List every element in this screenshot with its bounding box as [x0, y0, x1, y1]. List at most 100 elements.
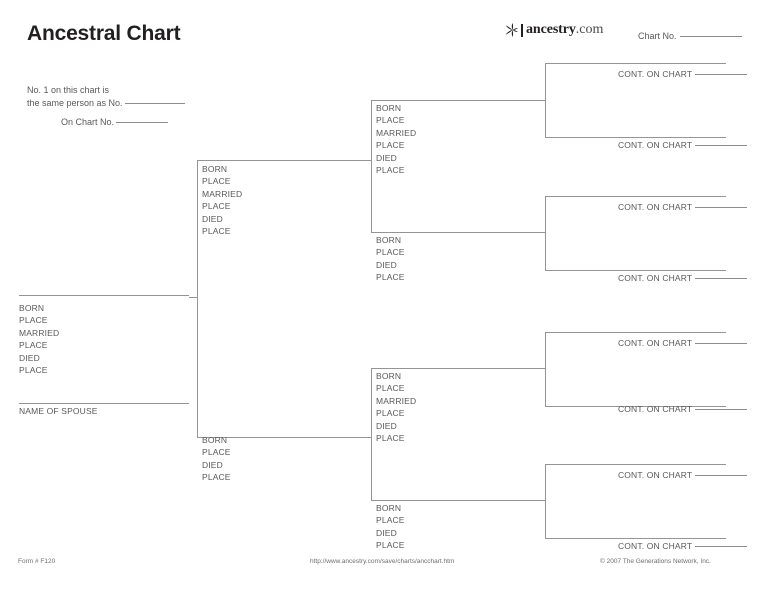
- on-chart-no-blank[interactable]: [116, 122, 168, 123]
- ancestry-leaf-icon: [505, 23, 518, 37]
- p4-born: BORN: [376, 103, 402, 113]
- p14-cont-blank[interactable]: [695, 475, 748, 476]
- p2-place-3: PLACE: [202, 225, 231, 236]
- p11-cont-label: CONT. ON CHART: [618, 273, 693, 283]
- p1-top-rule: [19, 295, 189, 296]
- p2-to-g3-connector: [365, 160, 372, 161]
- page-title: Ancestral Chart: [27, 22, 181, 45]
- g4-spine-c: [545, 332, 546, 406]
- p3-fields: BORN PLACE DIED PLACE: [202, 434, 231, 484]
- footer-form-number: Form # F120: [18, 558, 56, 565]
- p5-place-1: PLACE: [376, 247, 405, 258]
- p4-fields: BORN PLACE MARRIED PLACE DIED PLACE: [376, 102, 416, 176]
- g4-spine-d: [545, 464, 546, 538]
- p1-born: BORN: [19, 303, 45, 313]
- p1-place-1: PLACE: [19, 315, 48, 326]
- p3-to-g3-connector: [365, 437, 372, 438]
- p1-spouse-rule: [19, 403, 189, 404]
- p15-top-rule: [545, 538, 726, 539]
- chart-no-blank[interactable]: [679, 36, 742, 37]
- p9-top-rule: [545, 137, 726, 138]
- p11-top-rule: [545, 270, 726, 271]
- p6-top-rule: [371, 368, 545, 369]
- footer-copyright: © 2007 The Generations Network, Inc.: [600, 558, 711, 565]
- p4-to-g4-connector: [528, 100, 545, 101]
- p2-died: DIED: [202, 213, 223, 224]
- p1-married: MARRIED: [19, 327, 60, 338]
- p7-died: DIED: [376, 527, 397, 538]
- p7-fields: BORN PLACE DIED PLACE: [376, 502, 405, 552]
- p14-cont-field[interactable]: CONT. ON CHART: [618, 470, 748, 480]
- p7-born: BORN: [376, 503, 402, 513]
- ancestry-logo: ancestry .com: [505, 22, 603, 38]
- note-line-2: the same person as No.: [27, 98, 123, 108]
- p5-born: BORN: [376, 235, 402, 245]
- p11-cont-field[interactable]: CONT. ON CHART: [618, 273, 748, 283]
- p6-place-3: PLACE: [376, 432, 405, 443]
- p12-top-rule: [545, 332, 726, 333]
- g2-spine: [197, 160, 198, 437]
- p4-died: DIED: [376, 152, 397, 163]
- p2-married: MARRIED: [202, 188, 243, 199]
- footer-url: http://www.ancestry.com/save/charts/ancc…: [310, 558, 455, 565]
- p15-cont-blank[interactable]: [695, 546, 748, 547]
- p7-top-rule: [371, 500, 545, 501]
- p2-born: BORN: [202, 164, 228, 174]
- p8-top-rule: [545, 63, 726, 64]
- on-chart-no-field[interactable]: On Chart No.: [27, 117, 168, 127]
- p13-cont-label: CONT. ON CHART: [618, 404, 693, 414]
- logo-wordmark: ancestry: [526, 22, 576, 37]
- p12-cont-label: CONT. ON CHART: [618, 338, 693, 348]
- p2-fields: BORN PLACE MARRIED PLACE DIED PLACE: [202, 163, 242, 237]
- chart-no-label: Chart No.: [638, 31, 677, 41]
- p6-born: BORN: [376, 371, 402, 381]
- p12-cont-blank[interactable]: [695, 343, 748, 344]
- g3-upper-spine: [371, 100, 372, 232]
- p11-cont-blank[interactable]: [695, 278, 748, 279]
- p10-cont-field[interactable]: CONT. ON CHART: [618, 202, 748, 212]
- p8-cont-label: CONT. ON CHART: [618, 69, 693, 79]
- p8-cont-field[interactable]: CONT. ON CHART: [618, 69, 748, 79]
- p3-place-1: PLACE: [202, 447, 231, 458]
- p10-cont-label: CONT. ON CHART: [618, 202, 693, 212]
- p7-place-2: PLACE: [376, 540, 405, 551]
- p9-cont-label: CONT. ON CHART: [618, 140, 693, 150]
- p14-top-rule: [545, 464, 726, 465]
- same-person-note: No. 1 on this chart is the same person a…: [27, 84, 185, 110]
- p3-top-rule: [197, 437, 365, 438]
- p12-cont-field[interactable]: CONT. ON CHART: [618, 338, 748, 348]
- p6-place-2: PLACE: [376, 408, 405, 419]
- p13-cont-field[interactable]: CONT. ON CHART: [618, 404, 748, 414]
- p10-cont-blank[interactable]: [695, 207, 748, 208]
- p3-born: BORN: [202, 435, 228, 445]
- p1-spouse-label: NAME OF SPOUSE: [19, 406, 98, 416]
- p1-died: DIED: [19, 352, 40, 363]
- chart-no-field[interactable]: Chart No.: [638, 31, 742, 41]
- p2-top-rule: [197, 160, 365, 161]
- same-person-no-blank[interactable]: [124, 103, 185, 104]
- logo-tld: .com: [575, 22, 604, 37]
- p4-place-3: PLACE: [376, 164, 405, 175]
- p13-top-rule: [545, 406, 726, 407]
- p9-cont-blank[interactable]: [695, 145, 748, 146]
- note-line-2-wrap[interactable]: the same person as No.: [27, 97, 185, 110]
- p5-top-rule: [371, 232, 545, 233]
- g4-spine-b: [545, 196, 546, 270]
- p14-cont-label: CONT. ON CHART: [618, 470, 693, 480]
- p3-died: DIED: [202, 459, 223, 470]
- p15-cont-field[interactable]: CONT. ON CHART: [618, 541, 748, 551]
- p1-place-2: PLACE: [19, 340, 48, 351]
- p9-cont-field[interactable]: CONT. ON CHART: [618, 140, 748, 150]
- p6-married: MARRIED: [376, 395, 417, 406]
- p6-place-1: PLACE: [376, 383, 405, 394]
- on-chart-no-label: On Chart No.: [60, 117, 114, 127]
- p4-place-2: PLACE: [376, 140, 405, 151]
- p5-place-2: PLACE: [376, 272, 405, 283]
- p1-place-3: PLACE: [19, 364, 48, 375]
- p13-cont-blank[interactable]: [695, 409, 748, 410]
- p8-cont-blank[interactable]: [695, 74, 748, 75]
- p5-died: DIED: [376, 259, 397, 270]
- p5-fields: BORN PLACE DIED PLACE: [376, 234, 405, 284]
- logo-divider-bar: [521, 23, 523, 37]
